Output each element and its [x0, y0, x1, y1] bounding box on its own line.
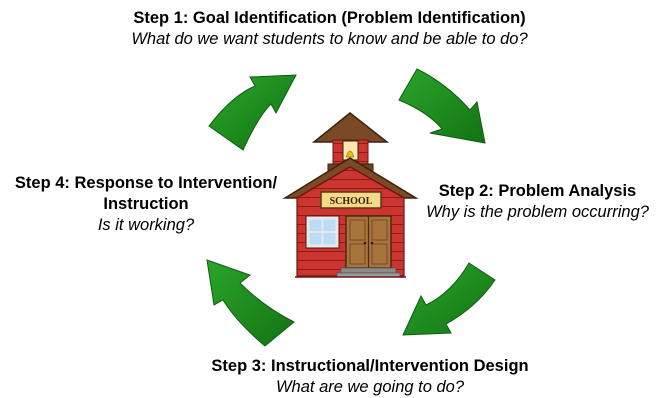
step-1-label: Step 1: Goal Identification (Problem Ide…	[0, 8, 659, 50]
schoolhouse-icon: SCHOOL	[282, 112, 419, 278]
step-3-title: Step 3: Instructional/Intervention Desig…	[211, 357, 529, 375]
step-2-title: Step 2: Problem Analysis	[438, 182, 637, 200]
arrow-top-left	[208, 74, 297, 151]
step-4-label: Step 4: Response to Intervention/ Instru…	[0, 173, 292, 236]
step-2-question: Why is the problem occurring?	[426, 203, 649, 221]
step-3-question: What are we going to do?	[275, 378, 465, 396]
step-4-question: Is it working?	[97, 216, 195, 234]
step-1-title: Step 1: Goal Identification (Problem Ide…	[133, 9, 526, 27]
arrow-bottom-left	[206, 259, 295, 347]
arrow-top-right	[398, 68, 486, 144]
step-2-label: Step 2: Problem Analysis Why is the prob…	[416, 181, 659, 223]
step-3-label: Step 3: Instructional/Intervention Desig…	[100, 356, 640, 398]
arrow-bottom-right	[402, 262, 496, 336]
school-sign: SCHOOL	[330, 196, 373, 207]
step-4-title-line2: Instruction	[103, 195, 189, 213]
step-1-question: What do we want students to know and be …	[131, 30, 528, 48]
step-4-title-line1: Step 4: Response to Intervention/	[14, 174, 278, 192]
